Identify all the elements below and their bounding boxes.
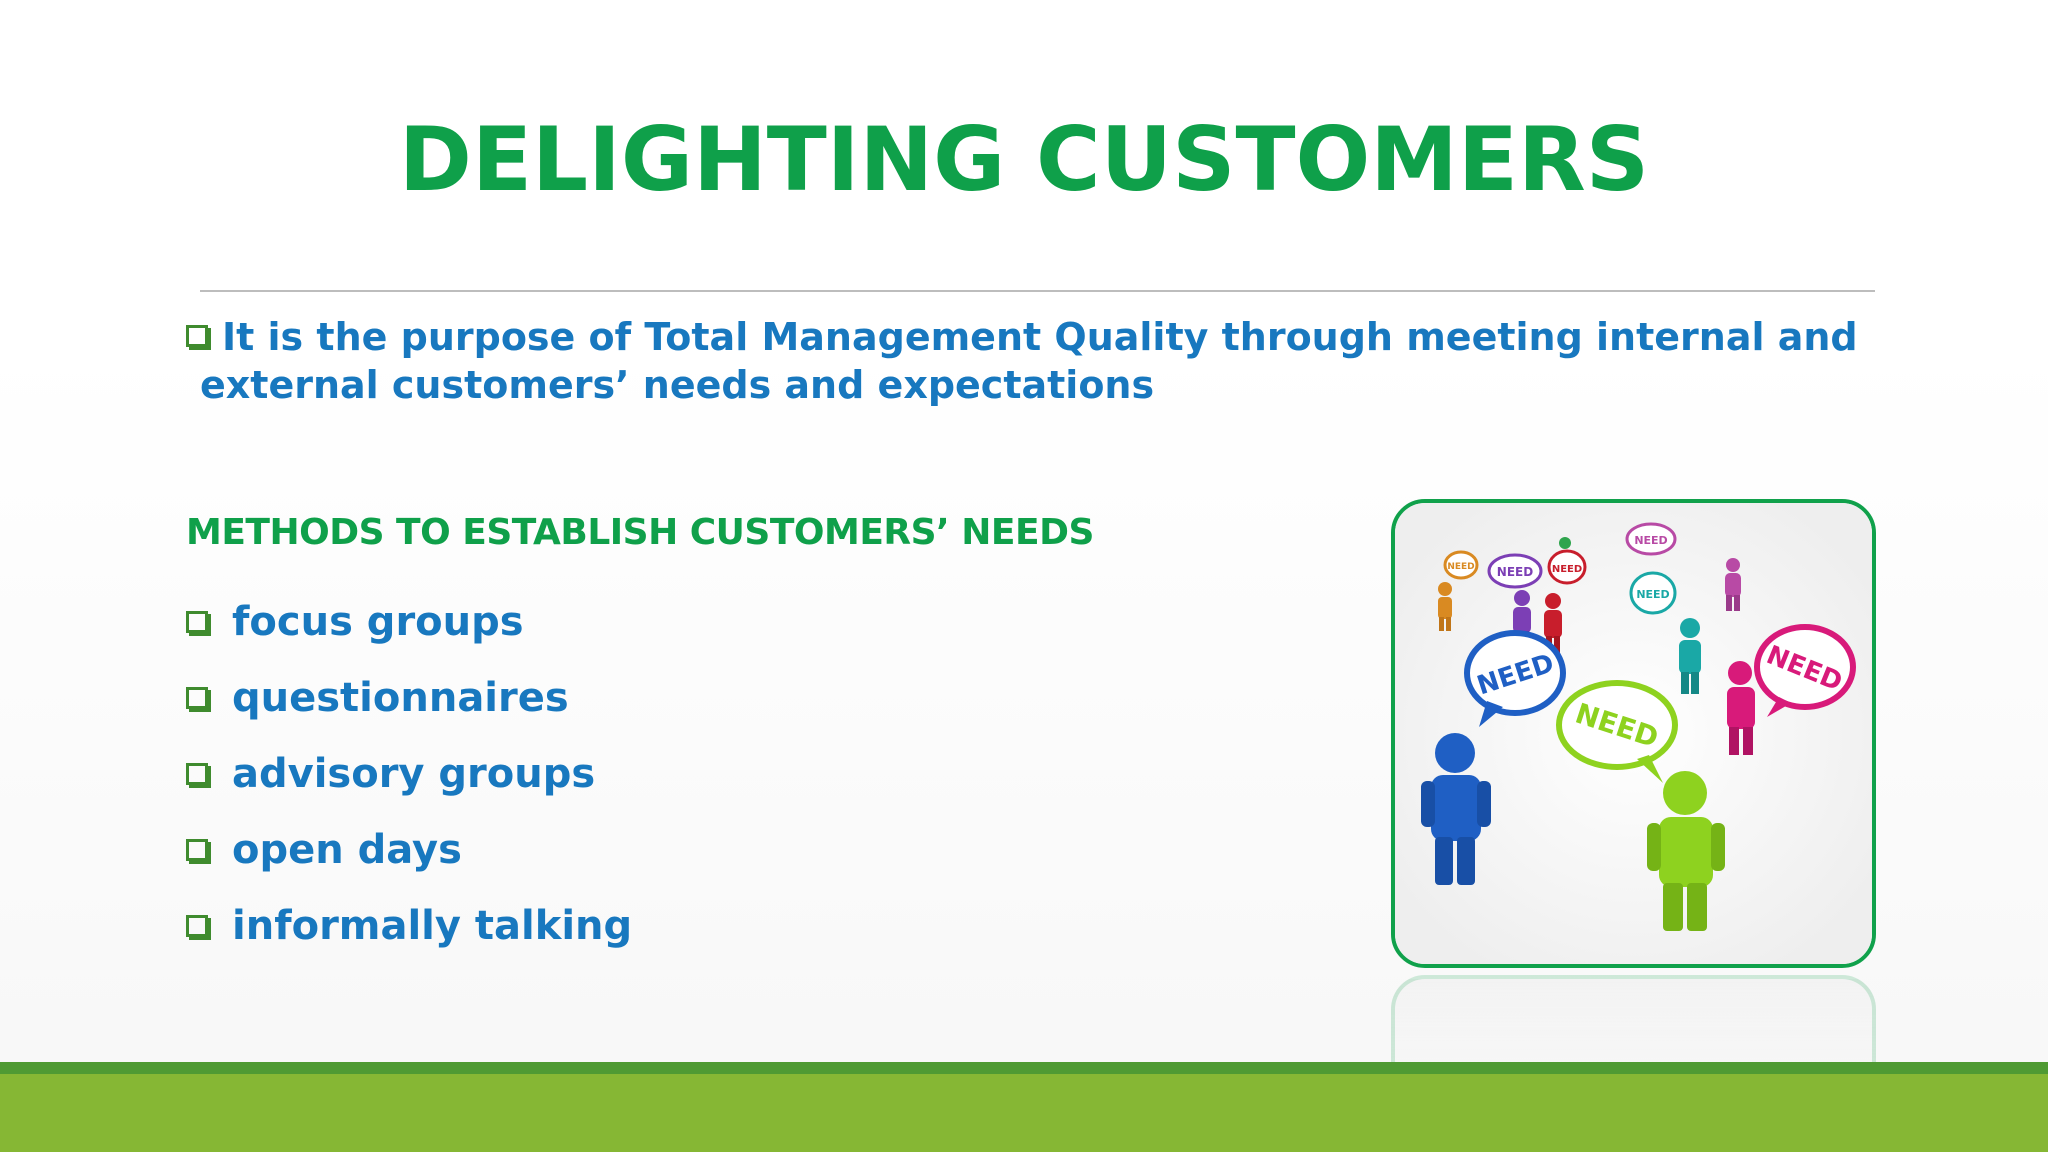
title-divider [200, 290, 1875, 292]
method-label: questionnaires [232, 675, 569, 721]
need-speech-bubble: NEED [1556, 680, 1678, 783]
checkbox-bullet-icon [186, 687, 208, 709]
need-speech-bubble: NEED [1629, 571, 1677, 615]
intro-line-2: external customers’ needs and expectatio… [200, 363, 1155, 407]
svg-text:NEED: NEED [1497, 565, 1533, 579]
checkbox-bullet-icon [186, 839, 208, 861]
checkbox-bullet-icon [186, 324, 208, 347]
list-item: open days [186, 812, 632, 888]
methods-heading: METHODS TO ESTABLISH CUSTOMERS’ NEEDS [186, 512, 1094, 553]
checkbox-bullet-icon [186, 763, 208, 785]
person-icon [1421, 733, 1491, 885]
list-item: questionnaires [186, 660, 632, 736]
list-item: advisory groups [186, 736, 632, 812]
methods-list: focus groups questionnaires advisory gro… [186, 584, 632, 964]
svg-text:NEED: NEED [1634, 534, 1667, 547]
person-icon [1647, 771, 1725, 931]
checkbox-bullet-icon [186, 611, 208, 633]
need-speech-bubble: NEED [1754, 624, 1856, 717]
footer-stripe [0, 1062, 2048, 1074]
person-icon [1725, 558, 1741, 611]
method-label: open days [232, 827, 462, 873]
svg-text:NEED: NEED [1447, 562, 1474, 572]
list-item: informally talking [186, 888, 632, 964]
svg-text:NEED: NEED [1636, 588, 1669, 601]
need-speech-bubble: NEED [1487, 553, 1543, 589]
need-speech-bubble: NEED [1547, 549, 1587, 585]
need-speech-bubble: NEED [1464, 630, 1566, 727]
intro-line-1: It is the purpose of Total Management Qu… [222, 315, 1858, 359]
checkbox-bullet-icon [186, 915, 208, 937]
svg-text:NEED: NEED [1552, 564, 1582, 575]
method-label: advisory groups [232, 751, 596, 797]
person-icon [1438, 582, 1452, 631]
slide-title: DELIGHTING CUSTOMERS [398, 108, 1650, 211]
customer-needs-illustration: NEED NEED NEED NEED NEED NEED NEED [1391, 499, 1876, 968]
need-speech-bubble: NEED [1443, 550, 1479, 580]
list-item: focus groups [186, 584, 632, 660]
person-icon [1679, 618, 1701, 694]
method-label: informally talking [232, 903, 633, 949]
footer-band [0, 1074, 2048, 1152]
intro-paragraph: It is the purpose of Total Management Qu… [186, 313, 1886, 409]
need-speech-bubble: NEED [1625, 522, 1677, 556]
person-icon [1727, 661, 1755, 755]
people-needs-graphic: NEED NEED NEED NEED NEED NEED NEED [1395, 503, 1872, 964]
method-label: focus groups [232, 599, 524, 645]
